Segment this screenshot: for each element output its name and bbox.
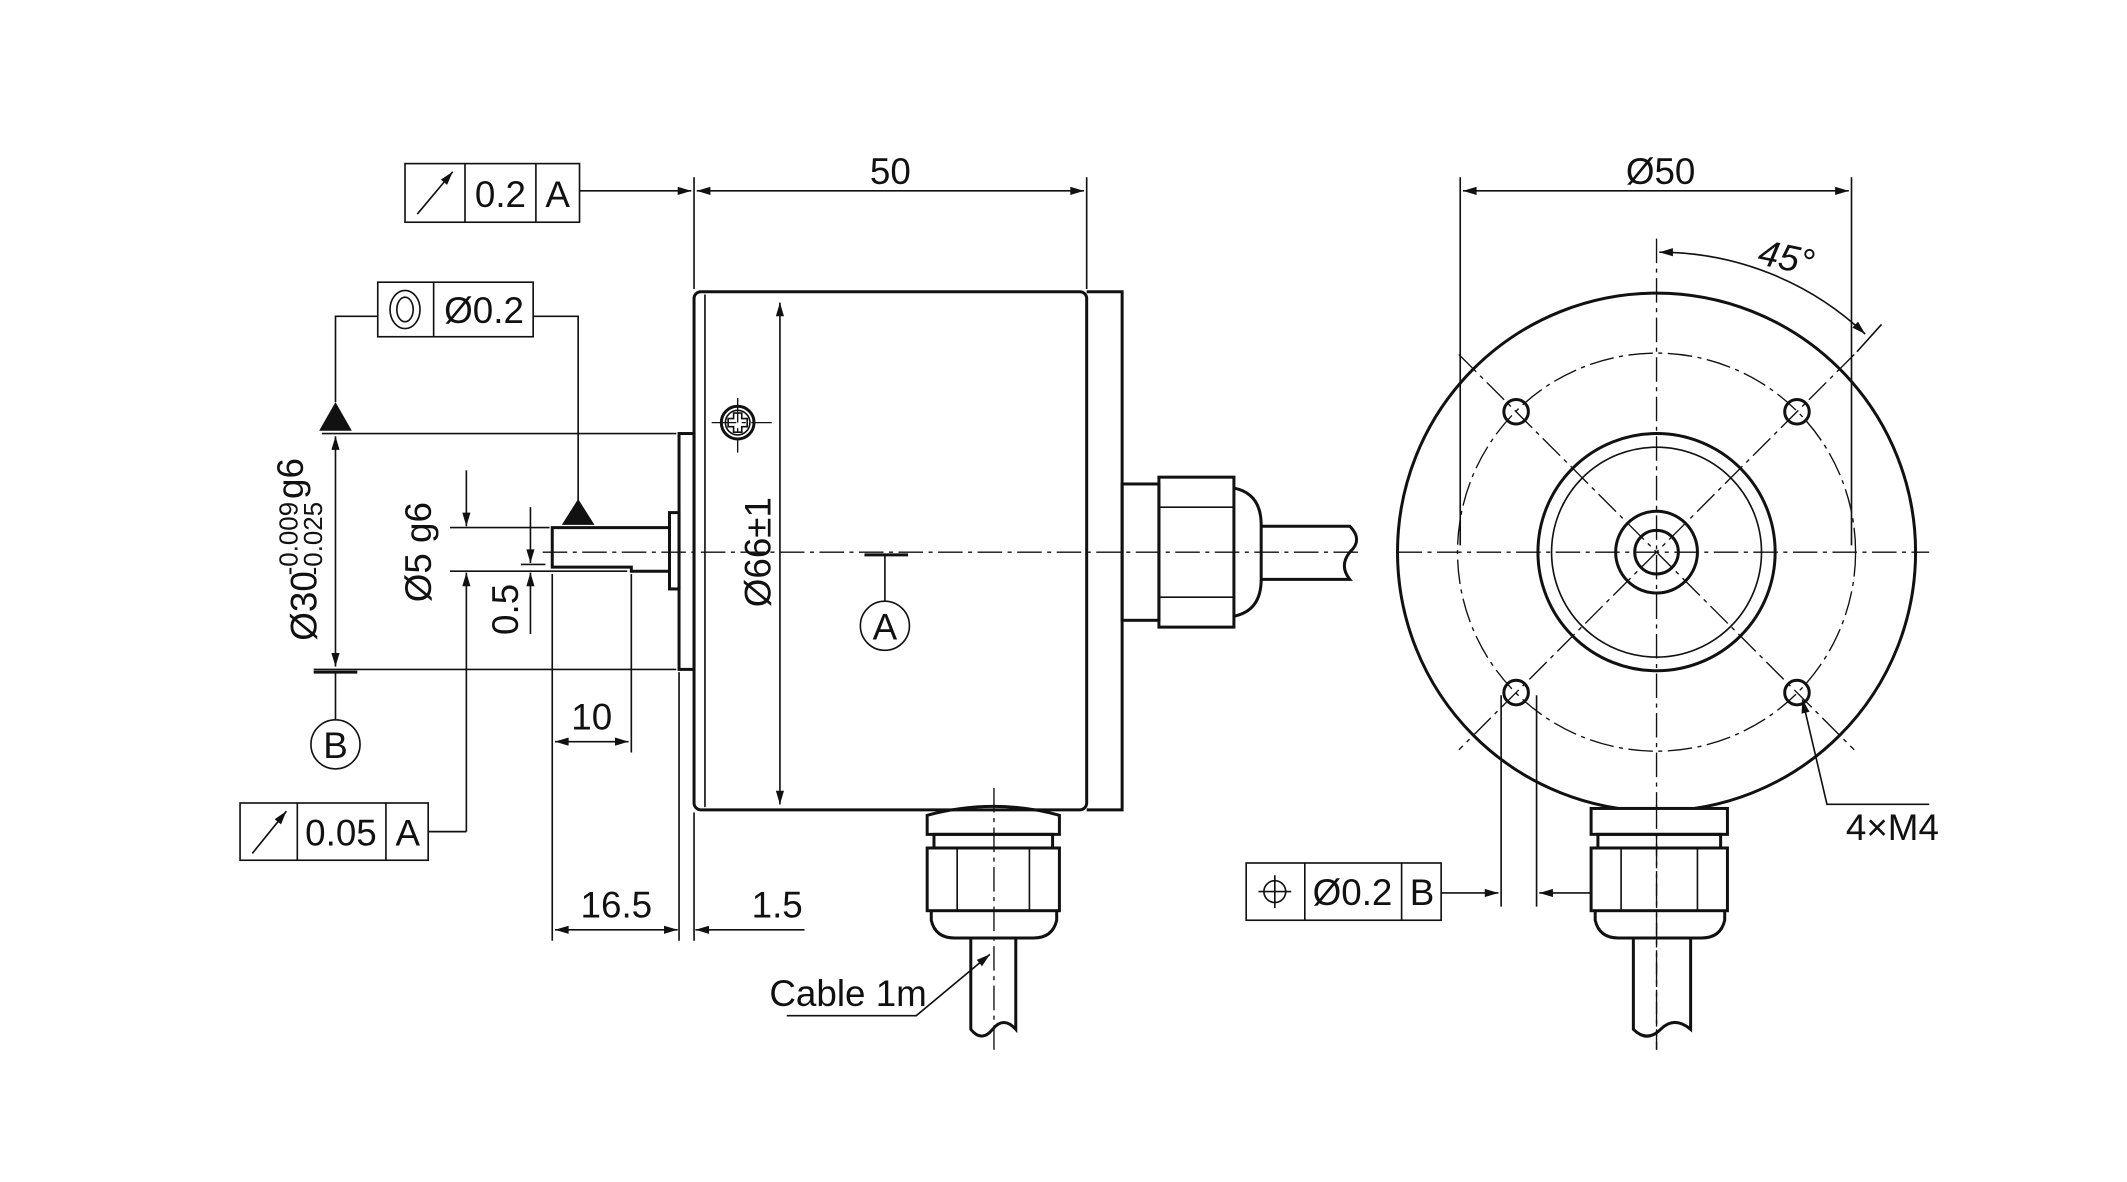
- fcf-position: Ø0.2 B: [1245, 695, 1592, 922]
- thread-callout: 4×M4: [1846, 807, 1939, 848]
- datum-b: B: [323, 725, 348, 766]
- flange-thickness-dim: 1.5: [752, 885, 803, 926]
- flange-fit: g6: [270, 458, 311, 499]
- shaft: [550, 526, 670, 573]
- fcf-concentricity: Ø0.2: [319, 281, 595, 525]
- flange-tol-lower: -0.025: [300, 502, 328, 575]
- fcf-datum: A: [395, 812, 420, 853]
- mounting-holes: [1502, 397, 1811, 707]
- cable-gland-rear: [1120, 475, 1359, 629]
- shaft-length-dim: 16.5: [581, 885, 653, 926]
- concentricity-icon: [389, 289, 421, 330]
- fcf-tolerance: Ø0.2: [444, 290, 524, 331]
- side-view: 50 Ø66±1 A Ø30 -0.009 -0.025 g6 B Ø5 g6 …: [270, 151, 1364, 1050]
- runout-icon: [251, 810, 288, 854]
- flat-length-dim: 10: [571, 696, 612, 737]
- length-dim: 50: [870, 151, 911, 192]
- bolt-circle: [1456, 352, 1857, 752]
- fcf-runout-bottom: 0.05 A: [239, 802, 467, 862]
- flange-tol-upper: -0.009: [275, 502, 303, 575]
- flat-depth-dim: 0.5: [485, 584, 526, 635]
- shaft-diameter-dim: Ø5 g6: [398, 502, 439, 602]
- fcf-tolerance: Ø0.2: [1313, 872, 1393, 913]
- bolt-circle-dim: Ø50: [1626, 151, 1696, 192]
- cable-gland-bottom: [925, 788, 1061, 1050]
- body-diameter-dim: Ø66±1: [737, 497, 778, 607]
- cable-label: Cable 1m: [769, 973, 926, 1014]
- runout-icon: [416, 171, 454, 215]
- position-icon: [1258, 875, 1292, 908]
- flange-diameter-dim: Ø30: [283, 571, 324, 641]
- fcf-datum: B: [1410, 872, 1435, 913]
- cable-gland-front: [1589, 804, 1729, 1050]
- fcf-datum: A: [545, 174, 570, 215]
- datum-a: A: [873, 606, 898, 647]
- fcf-tolerance: 0.2: [475, 174, 526, 215]
- fcf-runout-top: 0.2 A: [404, 162, 692, 224]
- screw-icon: [711, 398, 772, 453]
- angle-dim: 45°: [1755, 232, 1818, 284]
- front-view: Ø50 45° 4×M4: [1396, 151, 1939, 1050]
- fcf-tolerance: 0.05: [305, 812, 377, 853]
